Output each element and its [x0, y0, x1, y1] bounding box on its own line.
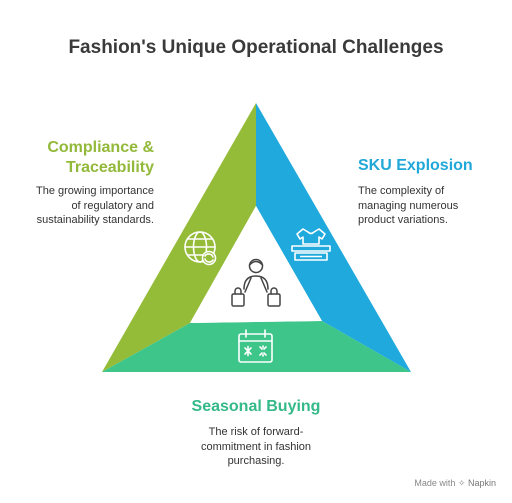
compliance-heading: Compliance & Traceability: [20, 138, 154, 178]
sku-description: The complexity of managing numerous prod…: [358, 184, 498, 228]
compliance-heading-line1: Compliance &: [47, 139, 154, 156]
credit-prefix: Made with: [414, 478, 456, 488]
seasonal-desc-line2: commitment in fashion: [200, 440, 312, 453]
seasonal-desc-line1: The risk of forward-: [208, 426, 304, 438]
compliance-description: The growing importance of regulatory and…: [14, 184, 154, 228]
compliance-desc-line3: sustainability standards.: [36, 214, 154, 226]
credit-brand: Napkin: [467, 478, 496, 488]
compliance-segment: [102, 103, 256, 372]
compliance-desc-line2: of regulatory and: [71, 199, 154, 212]
center-area: [190, 206, 322, 323]
sku-segment: [256, 103, 411, 372]
seasonal-description: The risk of forward- commitment in fashi…: [171, 425, 341, 469]
shopper-with-bags-icon: [231, 258, 281, 307]
sku-desc-line1: The complexity of: [358, 185, 445, 197]
compliance-desc-line1: The growing importance: [35, 185, 154, 197]
sku-heading: SKU Explosion: [358, 157, 473, 174]
seasonal-heading: Seasonal Buying: [191, 398, 321, 415]
calendar-icon: [238, 329, 273, 363]
sku-desc-line3: product variations.: [358, 214, 448, 226]
sku-desc-line2: managing numerous: [358, 199, 459, 212]
compliance-heading-line2: Traceability: [65, 159, 154, 176]
made-with-credit[interactable]: Made with ✧ Napkin: [414, 478, 496, 489]
seasonal-desc-line3: purchasing.: [227, 455, 285, 467]
clothing-stack-icon: [291, 228, 331, 261]
napkin-logo-icon: ✧: [457, 478, 466, 488]
page-title: Fashion's Unique Operational Challenges: [68, 37, 444, 58]
globe-refresh-icon: [184, 231, 217, 266]
seasonal-segment: [102, 321, 411, 372]
